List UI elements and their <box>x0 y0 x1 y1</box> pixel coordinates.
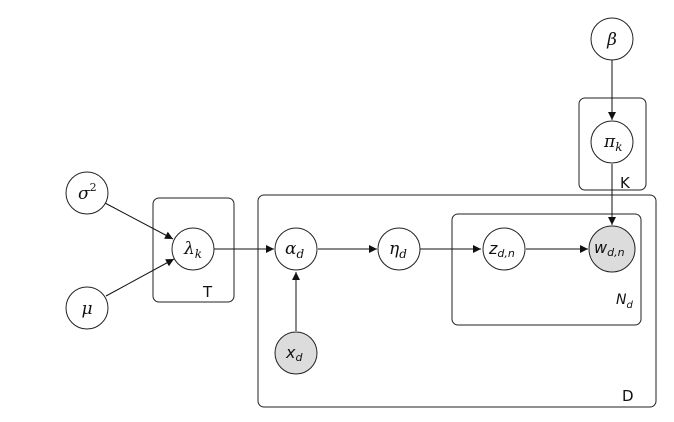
node-eta: ηd <box>377 227 421 271</box>
node-mu: μ <box>65 286 109 330</box>
node-pi: πk <box>590 120 634 164</box>
edge-sigma-lambda <box>104 202 174 240</box>
node-z-label: zd,n <box>488 239 515 260</box>
node-sigma: σ2 <box>65 171 109 215</box>
node-alpha-label: αd <box>285 239 304 261</box>
node-beta-symbol: β <box>606 30 617 50</box>
node-lambda-label: λk <box>183 239 202 261</box>
node-lambda: λk <box>171 227 215 271</box>
plate-d <box>257 194 657 408</box>
plate-t <box>152 197 235 303</box>
plate-k-label: K <box>620 174 631 192</box>
node-x-label: xd <box>285 343 303 364</box>
plate-n-label: Nd <box>616 292 633 311</box>
plate-d-label: D <box>622 387 634 405</box>
node-x: xd <box>274 331 318 375</box>
node-alpha: αd <box>274 227 318 271</box>
plate-n <box>451 213 642 326</box>
node-z: zd,n <box>482 227 526 271</box>
node-w-label: wd,n <box>594 238 625 259</box>
node-sigma-label: σ2 <box>78 181 97 204</box>
node-w: wd,n <box>588 225 636 273</box>
node-eta-label: ηd <box>389 239 407 261</box>
node-mu-symbol: μ <box>81 299 92 319</box>
node-pi-label: πk <box>603 132 622 154</box>
plate-t-label: T <box>202 283 213 301</box>
node-beta: β <box>590 17 634 61</box>
edge-mu-lambda <box>105 258 175 297</box>
